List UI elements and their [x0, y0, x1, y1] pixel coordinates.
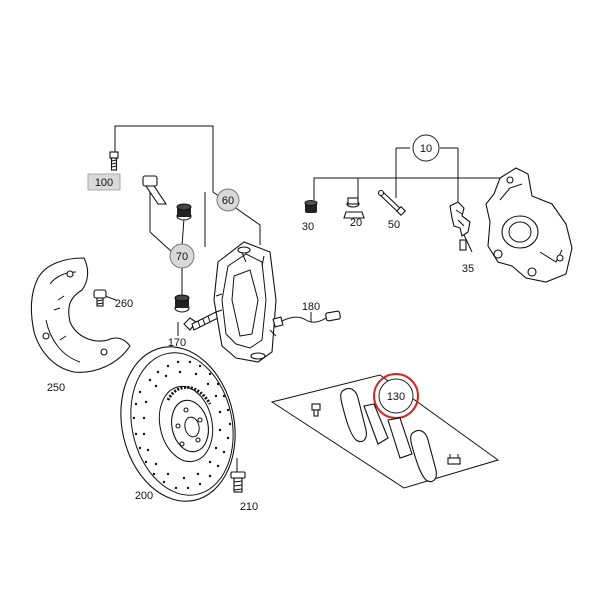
- callout-box-100: [87, 173, 121, 191]
- label-260: 260: [115, 298, 133, 310]
- callout-circle-130: [378, 378, 414, 414]
- callout-circle-10: [412, 134, 440, 162]
- caliper: [213, 241, 277, 363]
- label-210: 210: [240, 501, 258, 513]
- label-30: 30: [302, 221, 314, 233]
- cap-20: [343, 197, 365, 219]
- bushing-lower: [174, 294, 190, 313]
- label-50: 50: [388, 219, 400, 231]
- screw-210: [230, 471, 246, 493]
- pad-backing-right: [410, 429, 437, 483]
- callout-circles: [87, 134, 440, 419]
- bolt-100: [109, 151, 119, 171]
- label-70: 70: [176, 251, 188, 263]
- bolt-170: [183, 311, 219, 331]
- label-100: 100: [95, 177, 113, 189]
- nut-30: [304, 200, 318, 213]
- label-180: 180: [302, 301, 320, 313]
- brake-disc-200: [120, 346, 236, 502]
- pad-friction-right: [387, 417, 413, 459]
- guide-pin-50: [377, 189, 407, 217]
- bushing-upper: [176, 203, 192, 221]
- spring-clip-35: [449, 201, 471, 251]
- brake-pad-set-130: [311, 387, 461, 483]
- disc-perforations: [132, 360, 232, 490]
- pad-kit-box: [270, 374, 500, 489]
- pad-friction-left: [363, 403, 389, 445]
- pad-clip: [447, 454, 461, 465]
- pad-bolt: [311, 403, 321, 417]
- steering-knuckle: [485, 167, 573, 283]
- label-250: 250: [47, 382, 65, 394]
- label-130: 130: [387, 391, 405, 403]
- label-10: 10: [420, 143, 432, 155]
- callout-highlight-ring-130: [373, 373, 419, 419]
- pad-backing-left: [340, 387, 367, 443]
- label-200: 200: [135, 490, 153, 502]
- callout-labels: 10 20 30 35 50 60 70 100 130 170 180 200…: [47, 143, 474, 513]
- label-60: 60: [222, 195, 234, 207]
- caliper-bolt: [142, 175, 168, 205]
- label-170: 170: [168, 337, 186, 349]
- label-35: 35: [462, 263, 474, 275]
- wear-sensor-180: [272, 310, 341, 328]
- callout-circle-70: [169, 243, 195, 269]
- splash-shield-250: [30, 257, 131, 373]
- callout-circle-60: [216, 188, 240, 212]
- label-20: 20: [350, 217, 362, 229]
- screw-260: [93, 289, 107, 307]
